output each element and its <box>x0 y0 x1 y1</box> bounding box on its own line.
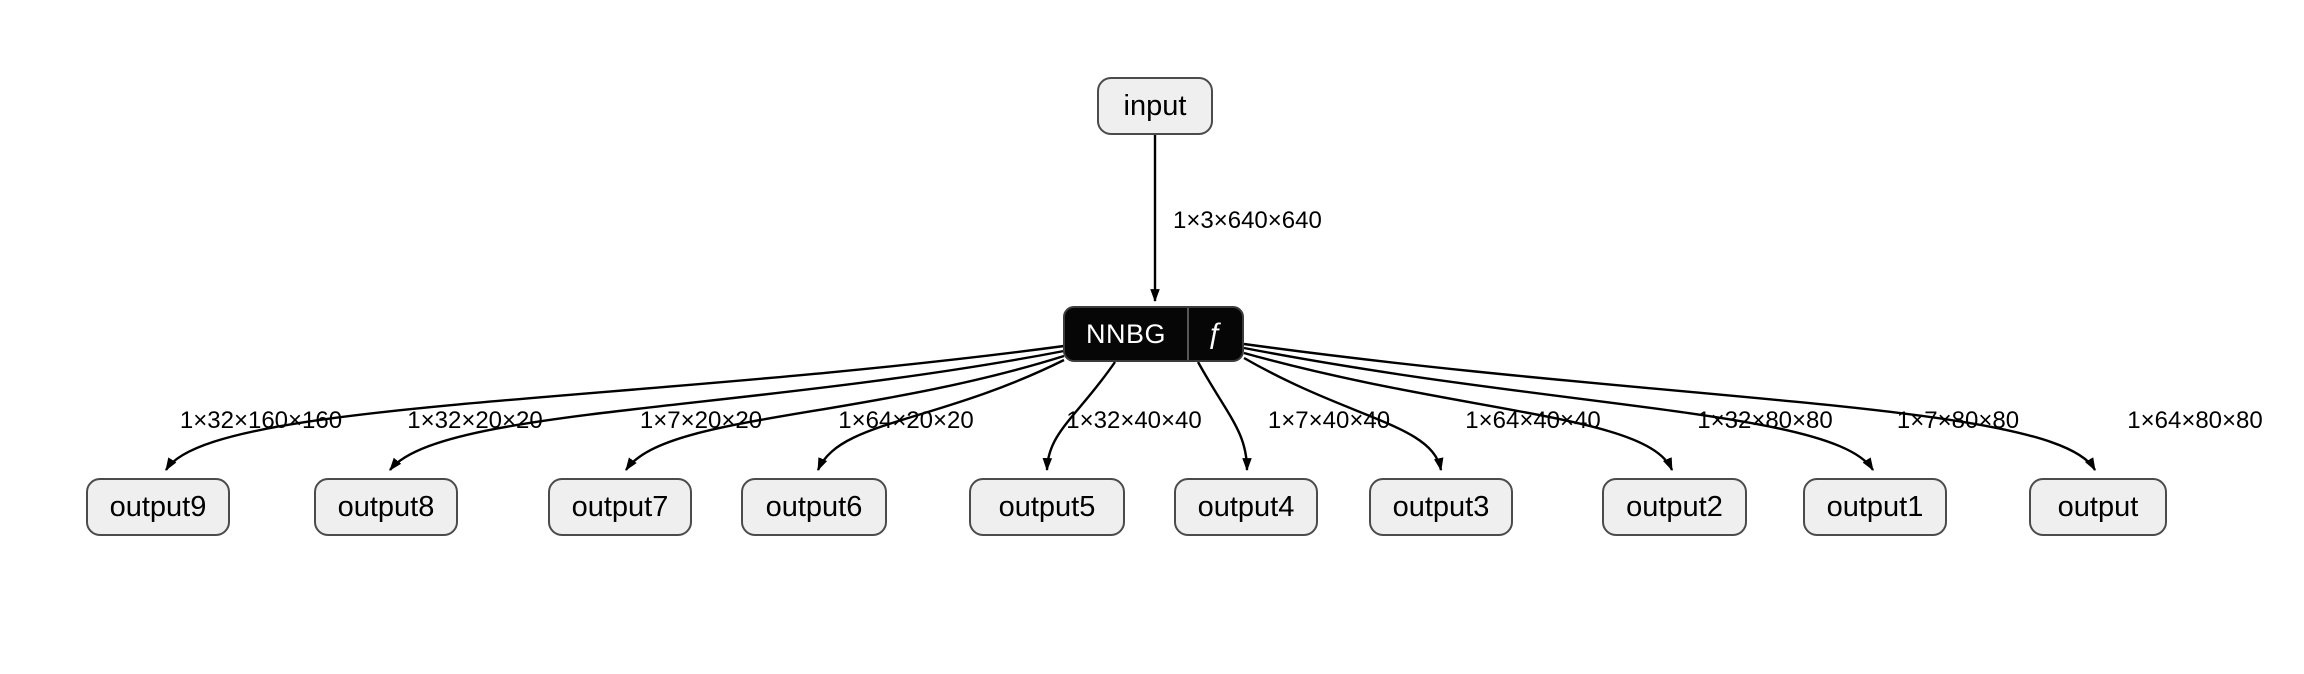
node-nnbg[interactable]: NNBG ƒ <box>1063 306 1244 362</box>
node-output3[interactable]: output3 <box>1369 478 1513 536</box>
edge-label-output1: 1×7×80×80 <box>1896 407 2020 434</box>
node-output6[interactable]: output6 <box>741 478 887 536</box>
edge-label-output3: 1×64×40×40 <box>1465 407 1601 434</box>
node-output1[interactable]: output1 <box>1803 478 1947 536</box>
edge-op-to-output4 <box>1196 361 1252 472</box>
edge-label-output4: 1×7×40×40 <box>1267 407 1391 434</box>
edge-label-output7: 1×7×20×20 <box>639 407 763 434</box>
edge-op-to-output1 <box>1243 346 1875 471</box>
edge-label-output8: 1×32×20×20 <box>407 407 543 434</box>
node-output8[interactable]: output8 <box>314 478 458 536</box>
edge-label-output2: 1×32×80×80 <box>1697 407 1833 434</box>
op-divider <box>1187 308 1189 360</box>
edge-op-to-output9 <box>164 344 1065 471</box>
edge-label-output: 1×64×80×80 <box>2127 407 2263 434</box>
node-output[interactable]: output <box>2029 478 2167 536</box>
node-output5[interactable]: output5 <box>969 478 1125 536</box>
node-output2[interactable]: output2 <box>1602 478 1747 536</box>
node-output7[interactable]: output7 <box>548 478 692 536</box>
edge-label-output6: 1×64×20×20 <box>838 407 974 434</box>
edge-op-to-output2 <box>1243 351 1674 471</box>
edge-label-output5: 1×32×40×40 <box>1066 407 1202 434</box>
edge-op-to-output <box>1243 342 2097 471</box>
node-input[interactable]: input <box>1097 77 1213 135</box>
function-symbol-icon: ƒ <box>1207 317 1224 350</box>
edge-label-output9: 1×32×160×160 <box>179 407 343 434</box>
edge-op-to-output3 <box>1243 356 1444 472</box>
edge-label-input: 1×3×640×640 <box>1173 207 1322 234</box>
edge-op-to-output7 <box>625 354 1065 471</box>
node-output9[interactable]: output9 <box>86 478 230 536</box>
op-name-label: NNBG <box>1085 318 1166 349</box>
edge-op-to-output6 <box>816 358 1065 471</box>
edge-op-to-output8 <box>389 349 1065 471</box>
edge-op-to-output5 <box>1042 361 1116 472</box>
node-output4[interactable]: output4 <box>1174 478 1318 536</box>
